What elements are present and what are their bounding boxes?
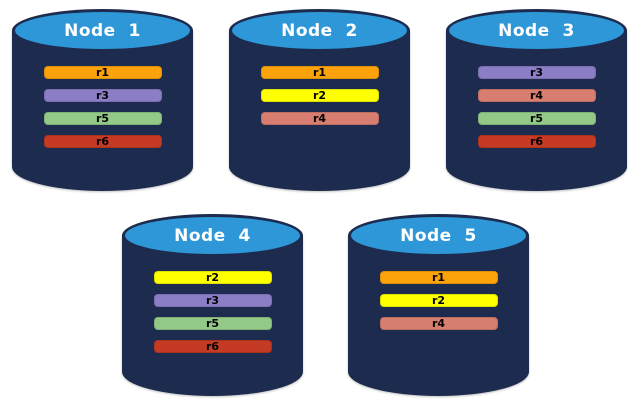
replica-label: r5	[529, 112, 544, 125]
replica-bar: r4	[477, 89, 596, 102]
cylinder-top: Node 3	[446, 9, 627, 52]
replica-bar: r6	[153, 340, 272, 353]
replica-bar: r6	[477, 135, 596, 148]
replica-bar: r5	[477, 112, 596, 125]
replica-label: r3	[529, 66, 544, 79]
replica-bar-list: r3 r4 r5 r6	[446, 66, 627, 148]
replica-bar: r2	[379, 294, 498, 307]
replica-label: r4	[431, 317, 446, 330]
replica-bar-list: r2 r3 r5 r6	[122, 271, 303, 353]
replica-bar: r1	[43, 66, 162, 79]
cylinder-top: Node 4	[122, 214, 303, 257]
replica-bar: r2	[153, 271, 272, 284]
replica-bar: r3	[153, 294, 272, 307]
db-node: Node 5 r1 r2 r4	[348, 214, 529, 396]
node-title: Node 1	[64, 20, 141, 41]
replica-bar: r3	[477, 66, 596, 79]
replica-label: r6	[529, 135, 544, 148]
replica-label: r2	[205, 271, 220, 284]
replica-bar-list: r1 r2 r4	[348, 271, 529, 330]
node-title: Node 5	[400, 225, 477, 246]
replica-label: r6	[95, 135, 110, 148]
replica-bar: r4	[379, 317, 498, 330]
cylinder-top: Node 5	[348, 214, 529, 257]
replica-label: r5	[95, 112, 110, 125]
replica-label: r4	[529, 89, 544, 102]
cylinder-top: Node 1	[12, 9, 193, 52]
cylinder-body	[446, 30, 627, 191]
replica-bar-list: r1 r3 r5 r6	[12, 66, 193, 148]
replica-bar-list: r1 r2 r4	[229, 66, 410, 125]
replica-label: r1	[312, 66, 327, 79]
replica-bar: r1	[379, 271, 498, 284]
db-node: Node 4 r2 r3 r5 r6	[122, 214, 303, 396]
cylinder-top: Node 2	[229, 9, 410, 52]
replica-label: r4	[312, 112, 327, 125]
replica-bar: r1	[260, 66, 379, 79]
replica-bar: r2	[260, 89, 379, 102]
replica-bar: r5	[43, 112, 162, 125]
db-node: Node 2 r1 r2 r4	[229, 9, 410, 191]
replica-bar: r5	[153, 317, 272, 330]
cylinder-body	[122, 235, 303, 396]
replica-label: r3	[95, 89, 110, 102]
replica-bar: r6	[43, 135, 162, 148]
replica-label: r2	[312, 89, 327, 102]
replica-label: r1	[431, 271, 446, 284]
cylinder-body	[348, 235, 529, 396]
replica-label: r2	[431, 294, 446, 307]
db-node: Node 3 r3 r4 r5 r6	[446, 9, 627, 191]
db-node: Node 1 r1 r3 r5 r6	[12, 9, 193, 191]
node-title: Node 4	[174, 225, 251, 246]
cylinder-body	[229, 30, 410, 191]
replica-label: r1	[95, 66, 110, 79]
replica-bar: r3	[43, 89, 162, 102]
node-title: Node 2	[281, 20, 358, 41]
replica-label: r6	[205, 340, 220, 353]
replica-bar: r4	[260, 112, 379, 125]
cylinder-body	[12, 30, 193, 191]
node-title: Node 3	[498, 20, 575, 41]
replica-label: r3	[205, 294, 220, 307]
replica-label: r5	[205, 317, 220, 330]
